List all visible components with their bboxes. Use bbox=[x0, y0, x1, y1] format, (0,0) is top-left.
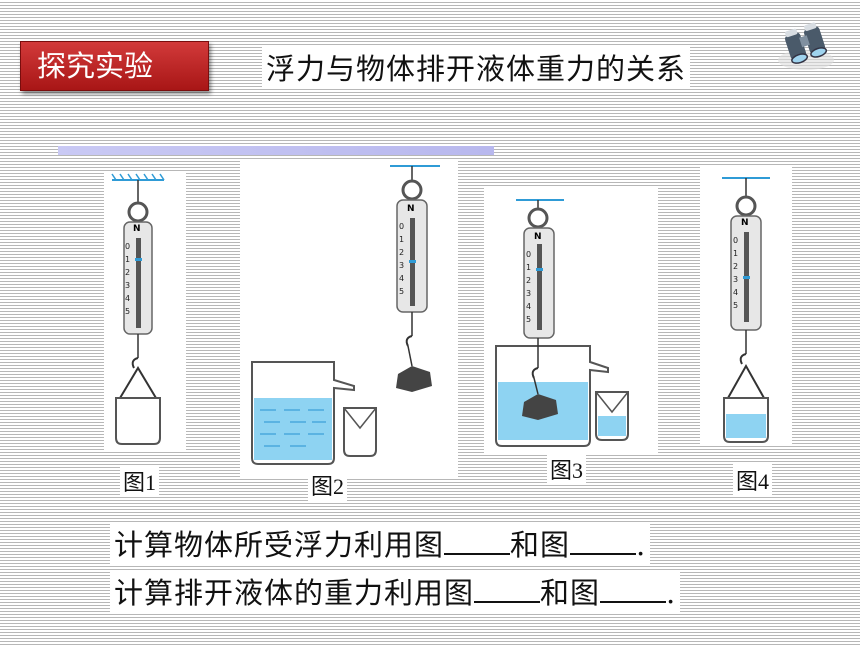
question-text: 和图 bbox=[510, 528, 571, 562]
divider-bar bbox=[58, 146, 494, 155]
binoculars-icon bbox=[778, 22, 834, 70]
figure-4-label: 图4 bbox=[733, 464, 773, 496]
question-buoyancy: 计算物体所受浮力利用图 和图. bbox=[110, 522, 651, 564]
figure-3-label: 图3 bbox=[547, 453, 587, 485]
scale-unit-label: N bbox=[407, 204, 415, 214]
question-end: . bbox=[636, 528, 647, 562]
scale-with-filled-bucket-image bbox=[722, 177, 770, 443]
answer-blank[interactable] bbox=[474, 577, 541, 603]
question-displaced-weight: 计算排开液体的重力利用图 和图. bbox=[110, 570, 681, 612]
scale-unit-label: N bbox=[741, 218, 749, 228]
question-text: 和图 bbox=[540, 576, 601, 610]
scale-unit-label: N bbox=[534, 232, 542, 242]
object-in-overflow-cup-image bbox=[495, 199, 629, 447]
section-badge: 探究实验 bbox=[20, 41, 209, 91]
question-end: . bbox=[666, 576, 677, 610]
answer-blank[interactable] bbox=[600, 577, 667, 603]
spring-scale-with-bucket-image bbox=[111, 173, 165, 445]
figure-1-label: 图1 bbox=[120, 465, 160, 497]
page-title: 浮力与物体排开液体重力的关系 bbox=[262, 46, 691, 88]
answer-blank[interactable] bbox=[570, 529, 637, 555]
scale-unit-label: N bbox=[133, 224, 141, 234]
question-text: 计算排开液体的重力利用图 bbox=[114, 576, 475, 610]
figure-2-label: 图2 bbox=[308, 469, 348, 501]
overflow-cup-and-scale-image bbox=[251, 165, 440, 465]
question-text: 计算物体所受浮力利用图 bbox=[114, 528, 445, 562]
answer-blank[interactable] bbox=[444, 529, 511, 555]
